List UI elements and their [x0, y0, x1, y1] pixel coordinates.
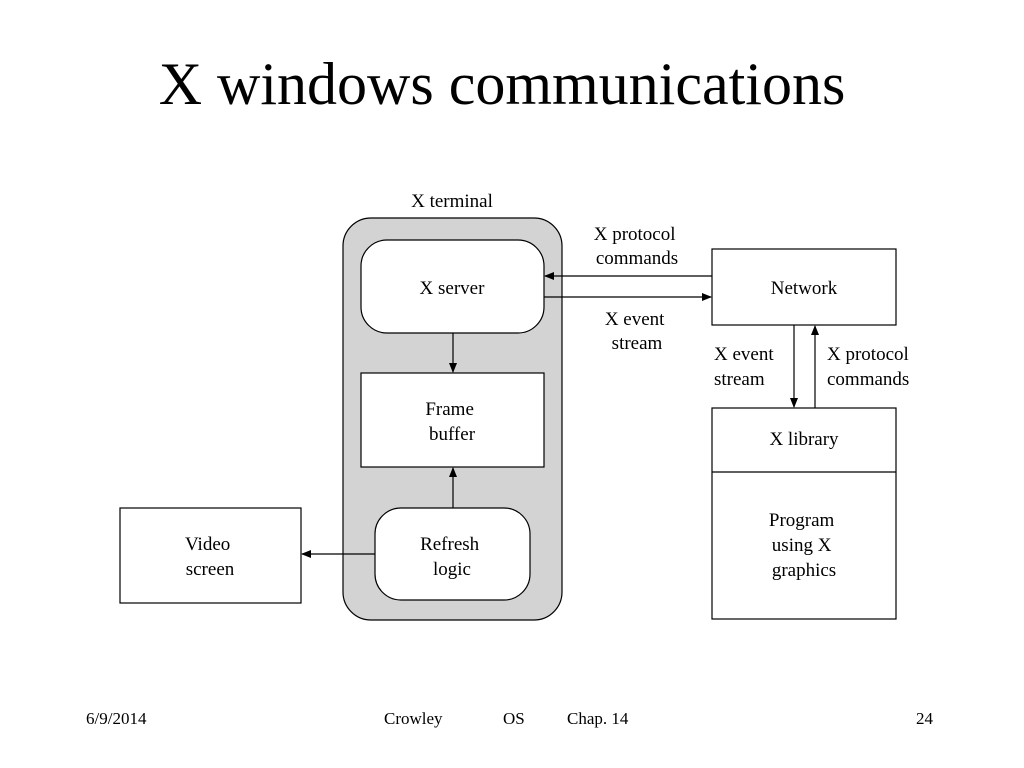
- program-line-3: graphics: [772, 560, 836, 581]
- video-screen-line-2: screen: [186, 559, 235, 580]
- refresh-logic-label: Refresh logic: [420, 534, 484, 580]
- frame-buffer-line-2: buffer: [429, 424, 476, 445]
- top-commands-label: X protocol commands: [594, 224, 681, 269]
- network-label: Network: [771, 278, 838, 299]
- video-screen-line-1: Video: [185, 534, 230, 555]
- frame-buffer-line-1: Frame: [425, 399, 474, 420]
- right-events-label: X event stream: [714, 344, 778, 390]
- footer-course: OS: [503, 709, 525, 728]
- right-commands-line-2: commands: [827, 369, 909, 390]
- x-server-label: X server: [420, 278, 486, 299]
- x-library-program-box: [711, 407, 897, 620]
- program-label: Program using X graphics: [769, 510, 839, 581]
- refresh-logic-line-2: logic: [433, 559, 471, 580]
- network-box: [711, 248, 897, 326]
- frame-buffer-box: [360, 372, 545, 468]
- footer-author: Crowley: [384, 709, 443, 728]
- program-line-2: using X: [772, 535, 832, 556]
- program-line-1: Program: [769, 510, 835, 531]
- top-commands-line-1: X protocol: [594, 224, 676, 245]
- top-events-line-1: X event: [605, 309, 665, 330]
- video-screen-label: Video screen: [185, 534, 235, 580]
- slide-title: X windows communications: [158, 51, 846, 117]
- frame-buffer-label: Frame buffer: [425, 399, 478, 445]
- top-events-label: X event stream: [605, 309, 669, 354]
- right-events-line-1: X event: [714, 344, 774, 365]
- right-commands-label: X protocol commands: [827, 344, 914, 390]
- x-terminal-label: X terminal: [411, 191, 493, 212]
- refresh-logic-line-1: Refresh: [420, 534, 480, 555]
- top-events-line-2: stream: [612, 333, 663, 354]
- footer-page-number: 24: [916, 709, 933, 728]
- right-commands-line-1: X protocol: [827, 344, 909, 365]
- top-commands-line-2: commands: [596, 248, 678, 269]
- right-events-line-2: stream: [714, 369, 765, 390]
- x-library-label: X library: [769, 429, 839, 450]
- footer-date: 6/9/2014: [86, 709, 147, 728]
- video-screen-box: [119, 507, 302, 604]
- footer-chapter: Chap. 14: [567, 709, 629, 728]
